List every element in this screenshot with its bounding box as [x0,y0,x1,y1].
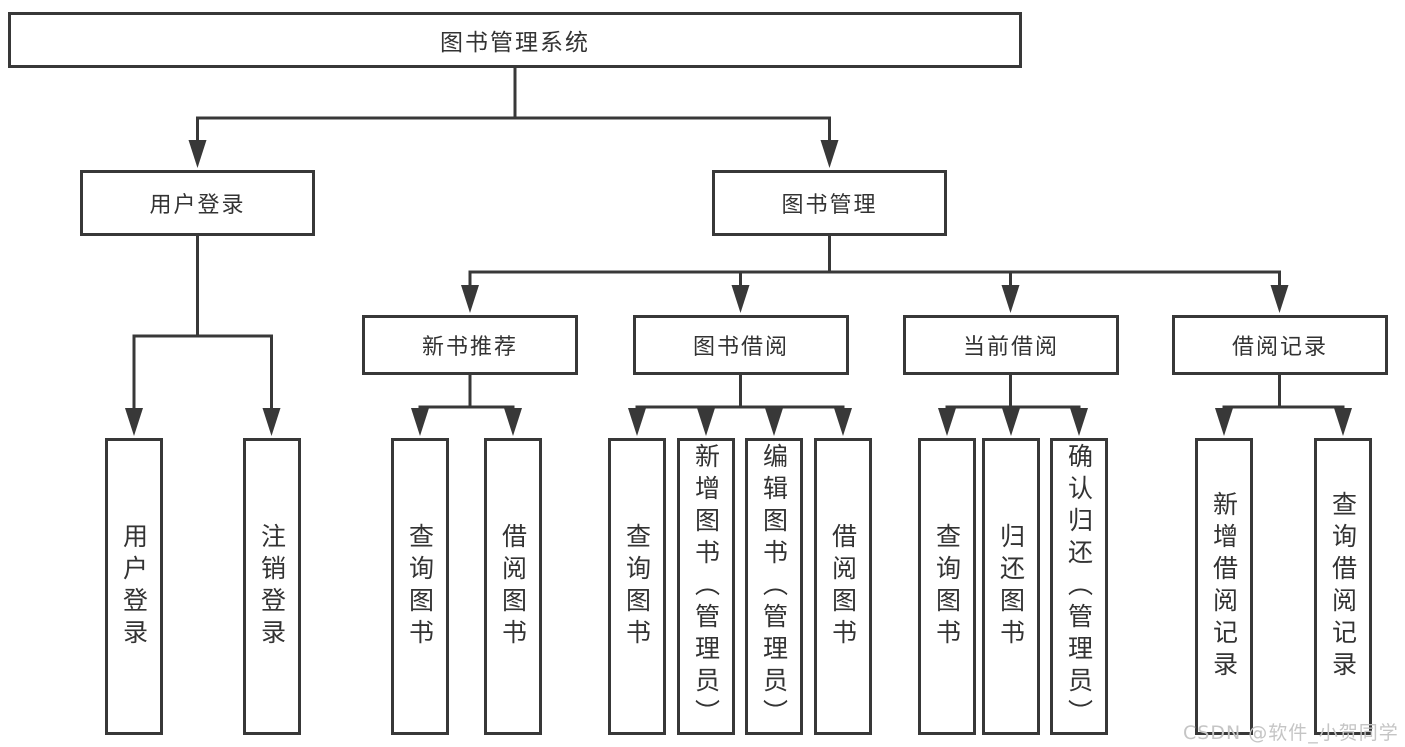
edge-user-login-to-leaves [132,236,273,410]
leaf-borrow-books-recommend-label: 借阅图书 [498,522,528,651]
leaf-return-books-label: 归还图书 [996,522,1026,651]
edge-new-book-recommend-split [418,375,515,410]
leaf-query-borrow-record-label: 查询借阅记录 [1328,490,1358,683]
node-current-borrow: 当前借阅 [903,315,1119,375]
leaf-return-books: 归还图书 [982,438,1040,735]
leaf-borrow-books-recommend: 借阅图书 [484,438,542,735]
node-book-borrow-label: 图书借阅 [692,335,789,360]
node-current-borrow-label: 当前借阅 [962,335,1059,360]
leaf-edit-books-admin: 编辑图书（管理员） [745,438,803,735]
leaf-edit-books-admin-label: 编辑图书（管理员） [759,442,789,731]
leaf-query-books-borrow-label: 查询图书 [622,522,652,651]
leaf-borrow-books-label: 借阅图书 [828,522,858,651]
leaf-confirm-return-admin: 确认归还（管理员） [1050,438,1108,735]
edge-book-borrow-split [635,375,845,410]
edge-root-to-level2 [196,68,831,140]
leaf-query-books-recommend-label: 查询图书 [405,522,435,651]
node-new-book-recommend: 新书推荐 [362,315,578,375]
node-borrow-records-label: 借阅记录 [1231,335,1328,360]
leaf-query-books-borrow: 查询图书 [608,438,666,735]
node-book-management: 图书管理 [712,170,947,236]
edge-current-borrow-split [945,375,1081,410]
edge-borrow-records-split [1222,375,1345,410]
leaf-add-borrow-record: 新增借阅记录 [1195,438,1253,735]
node-book-management-label: 图书管理 [781,193,878,218]
leaf-borrow-books: 借阅图书 [814,438,872,735]
leaf-user-login: 用户登录 [105,438,163,735]
arrowheads [125,140,1352,436]
leaf-query-books-current-label: 查询图书 [932,522,962,651]
leaf-user-login-label: 用户登录 [119,522,149,651]
node-book-borrow: 图书借阅 [633,315,849,375]
csdn-watermark: CSDN @软件_小贺同学 [1183,722,1399,744]
edge-book-management-to-level3 [468,236,1281,287]
node-root: 图书管理系统 [8,12,1022,68]
leaf-add-borrow-record-label: 新增借阅记录 [1209,490,1239,683]
leaf-query-borrow-record: 查询借阅记录 [1314,438,1372,735]
node-borrow-records: 借阅记录 [1172,315,1388,375]
node-new-book-recommend-label: 新书推荐 [421,335,518,360]
node-user-login-label: 用户登录 [149,193,246,218]
leaf-add-books-admin-label: 新增图书（管理员） [691,442,721,731]
leaf-confirm-return-admin-label: 确认归还（管理员） [1064,442,1094,731]
leaf-query-books-recommend: 查询图书 [391,438,449,735]
leaf-add-books-admin: 新增图书（管理员） [677,438,735,735]
node-root-label: 图书管理系统 [440,30,590,56]
leaf-logout: 注销登录 [243,438,301,735]
leaf-query-books-current: 查询图书 [918,438,976,735]
node-user-login: 用户登录 [80,170,315,236]
leaf-logout-label: 注销登录 [257,522,287,651]
